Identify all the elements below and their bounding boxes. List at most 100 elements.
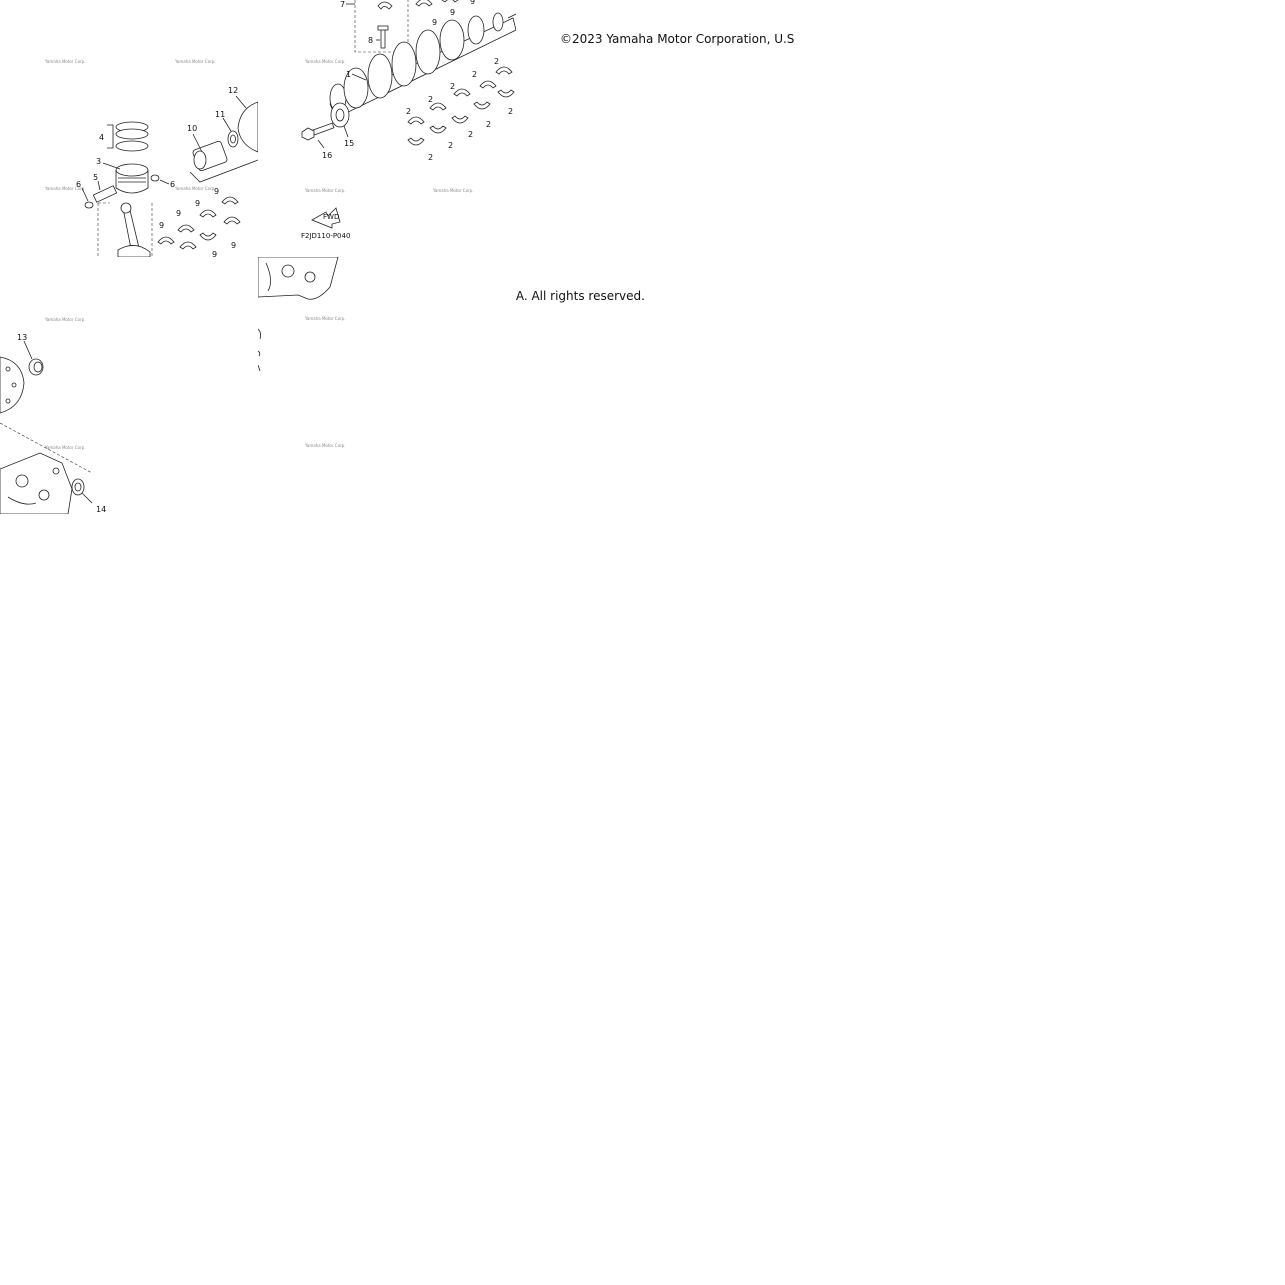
piston-ring <box>115 128 149 140</box>
callout-number: 2 <box>448 141 453 150</box>
callout-number: 14 <box>96 505 106 514</box>
callout-number: 7 <box>340 0 345 9</box>
callout-number: 6 <box>76 180 81 189</box>
piston-crown <box>115 163 149 177</box>
piston-pin <box>92 185 118 203</box>
leader-line <box>159 179 170 185</box>
callout-number: 9 <box>450 8 455 17</box>
copyright-line-bottom: .A. All rights reserved. <box>512 289 645 303</box>
piston-ring <box>115 140 149 152</box>
watermark: Yamaha Motor Corp. <box>432 188 473 193</box>
assembly-axis <box>0 422 93 474</box>
callout-number: 12 <box>228 86 238 95</box>
callout-number: 5 <box>93 173 98 182</box>
callout-number: 2 <box>486 120 491 129</box>
callout-number: 2 <box>508 107 513 116</box>
piston-assembly-drawing: Yamaha Motor Corp. Yamaha Motor Corp. Ya… <box>44 59 258 257</box>
crankcase-half <box>0 452 73 514</box>
callout-number: 2 <box>450 82 455 91</box>
callout-bracket <box>107 124 114 149</box>
diagram-tile-crankcase-edge: Yamaha Motor Corp. Yamaha Motor Corp. <box>258 257 516 514</box>
callout-number: 13 <box>17 333 27 342</box>
fwd-label: FWD <box>323 213 339 221</box>
leader-line <box>81 492 93 504</box>
callout-number: 9 <box>231 241 236 250</box>
watermark: Yamaha Motor Corp. <box>174 59 215 64</box>
crankshaft-drawing: Yamaha Motor Corp. Yamaha Motor Corp. Ya… <box>301 0 516 240</box>
timing-gear-bore <box>335 108 345 122</box>
callout-number: 2 <box>428 153 433 162</box>
crankcase-edge-drawing: Yamaha Motor Corp. Yamaha Motor Corp. <box>258 257 345 448</box>
watermark: Yamaha Motor Corp. <box>174 186 215 191</box>
callout-number: 9 <box>470 0 475 6</box>
watermark: Yamaha Motor Corp. <box>304 188 345 193</box>
callout-number: 9 <box>214 187 219 196</box>
callout-number: 10 <box>187 124 197 133</box>
diagram-tile-flywheel: Yamaha Motor Corp. Yamaha Motor Corp. 13 <box>0 257 258 514</box>
callout-number: 2 <box>494 57 499 66</box>
callout-number: 9 <box>212 250 217 257</box>
journal-end <box>193 150 207 170</box>
crankshaft <box>329 12 516 119</box>
leader-line <box>23 340 33 360</box>
figure-code: F2JD110-P040 <box>301 232 350 240</box>
rod-small-end <box>120 202 132 214</box>
main-bearing-shells <box>407 0 515 146</box>
callout-number: 9 <box>195 199 200 208</box>
piston <box>115 169 149 194</box>
watermark: Yamaha Motor Corp. <box>304 59 345 64</box>
callout-number: 11 <box>215 110 225 119</box>
callout-number: 9 <box>159 221 164 230</box>
callout-number: 1 <box>346 70 351 79</box>
bearing-shells <box>157 196 241 250</box>
rod-bolt-group-box <box>354 0 409 53</box>
rod-big-end <box>117 245 151 257</box>
copyright-line-top: ©2023 Yamaha Motor Corporation, U.S <box>560 32 795 46</box>
callout-number: 8 <box>368 36 373 45</box>
oil-seal <box>28 358 44 376</box>
callout-number: 2 <box>468 130 473 139</box>
piston-pin-clip <box>84 201 94 209</box>
callout-number: 3 <box>96 157 101 166</box>
leader-line <box>81 187 89 202</box>
leader-line <box>351 73 367 81</box>
piston-pin-clip <box>150 174 160 182</box>
crank-bolt-head <box>301 127 315 141</box>
watermark: Yamaha Motor Corp. <box>44 59 85 64</box>
watermark: Yamaha Motor Corp. <box>44 317 85 322</box>
callout-number: 16 <box>322 151 332 160</box>
rod-cap <box>377 1 393 10</box>
thrust-washer-hole <box>230 134 236 144</box>
callout-number: 2 <box>472 70 477 79</box>
watermark: Yamaha Motor Corp. <box>304 443 345 448</box>
watermark: Yamaha Motor Corp. <box>44 445 85 450</box>
callout-number: 6 <box>170 180 175 189</box>
diagram-tile-piston: Yamaha Motor Corp. Yamaha Motor Corp. Ya… <box>0 0 258 257</box>
callout-number: 9 <box>432 18 437 27</box>
callout-number: 4 <box>99 133 104 142</box>
flywheel-drawing: Yamaha Motor Corp. Yamaha Motor Corp. 13 <box>0 317 106 514</box>
diagram-tile-crankshaft: Yamaha Motor Corp. Yamaha Motor Corp. Ya… <box>258 0 516 257</box>
flywheel-rotor <box>0 356 25 414</box>
leader-line <box>235 95 247 109</box>
leader-line <box>192 133 203 153</box>
callout-number: 2 <box>428 95 433 104</box>
leader-line <box>102 162 121 170</box>
callout-number: 15 <box>344 139 354 148</box>
watermark: Yamaha Motor Corp. <box>304 316 345 321</box>
rod-bolt-head <box>377 25 389 31</box>
leader-line <box>97 180 101 191</box>
crankcase-edge <box>258 257 339 372</box>
rod-group-box <box>97 202 153 257</box>
forward-arrow-icon: FWD <box>311 207 341 229</box>
drive-gear <box>71 478 85 496</box>
flywheel-edge <box>237 101 258 153</box>
leader-line <box>222 117 232 132</box>
callout-number: 2 <box>406 107 411 116</box>
rod-bolt <box>380 27 386 49</box>
leader-line <box>317 139 325 149</box>
watermark: Yamaha Motor Corp. <box>44 186 85 191</box>
axis-line <box>189 159 258 183</box>
callout-number: 9 <box>176 209 181 218</box>
leader-line <box>343 125 349 138</box>
